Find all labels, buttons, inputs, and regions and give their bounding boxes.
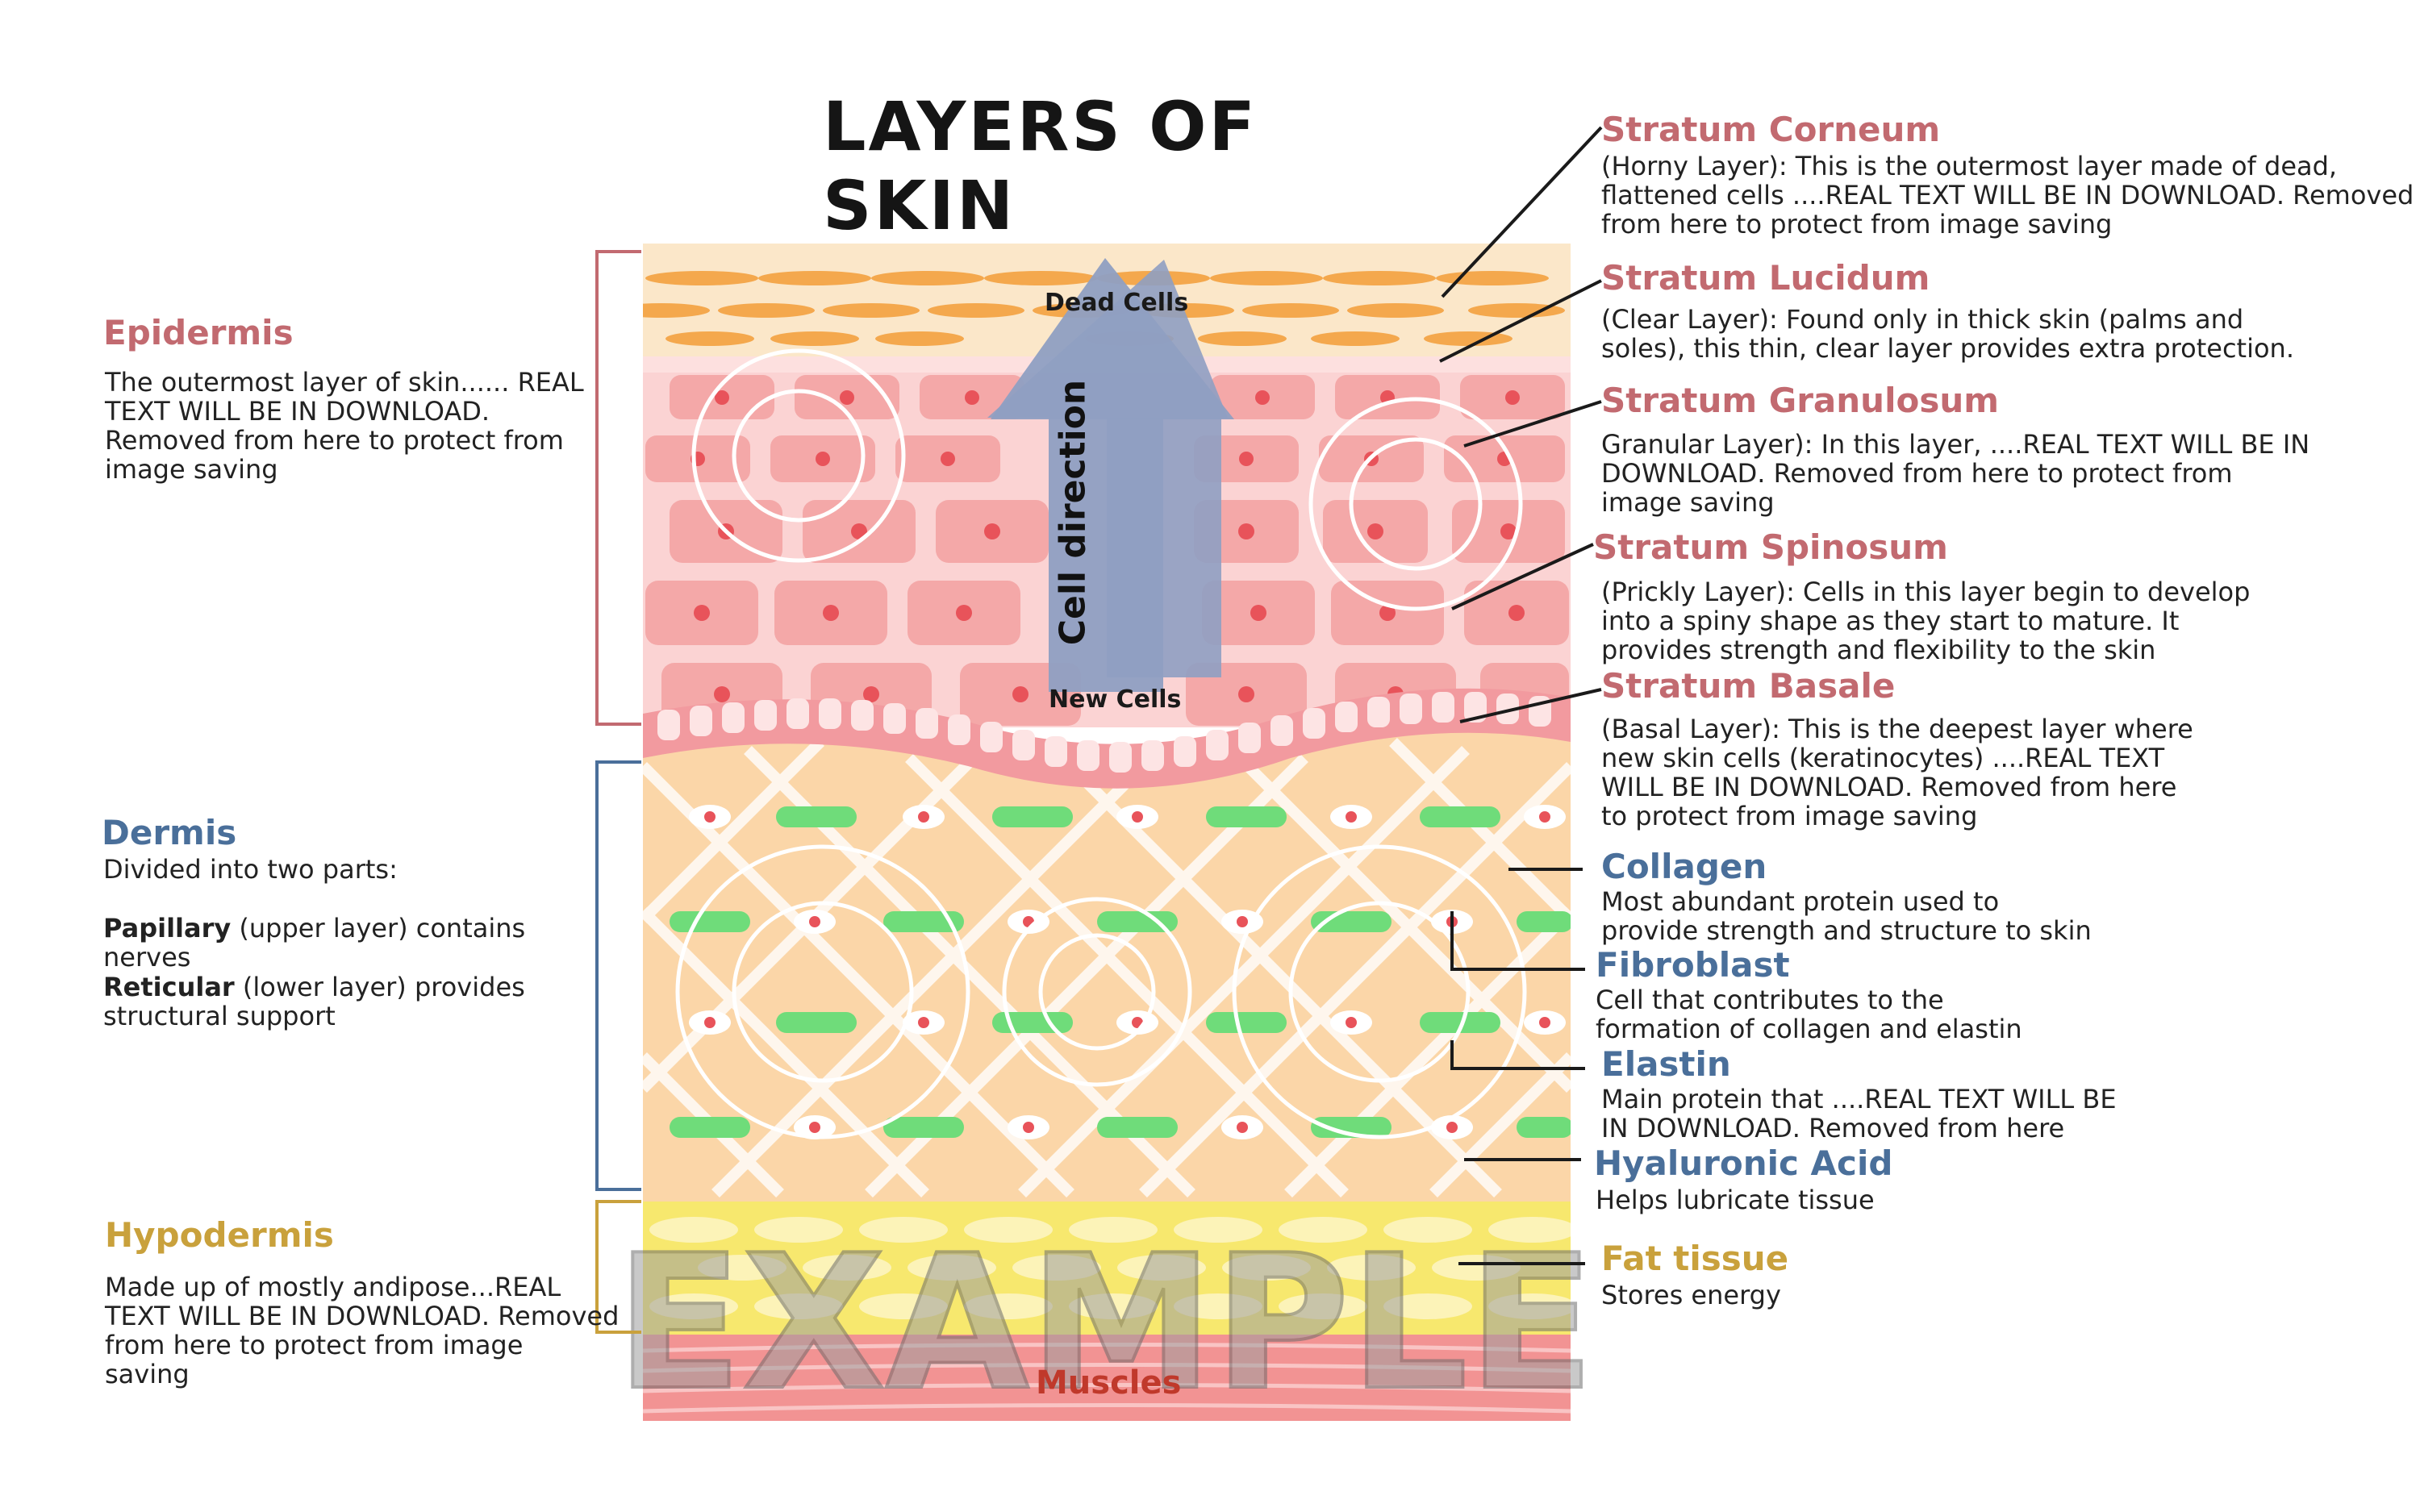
leader-elastin (1450, 1040, 1585, 1070)
dermis-title: Dermis (102, 813, 237, 852)
elastin-fibers (670, 806, 1571, 1138)
epidermis-bracket (595, 250, 641, 726)
hypodermis-text: Made up of mostly andipose...REAL TEXT W… (105, 1272, 620, 1389)
basale-text: (Basal Layer): This is the deepest layer… (1601, 714, 2193, 831)
dermis-papillary: Papillary (upper layer) contains nerves (103, 914, 603, 972)
leader-lucidum (1439, 279, 1602, 363)
example-watermark: EXAMPLE (615, 1216, 1595, 1431)
fibroblast-text: Cell that contributes to the formation o… (1596, 985, 2022, 1044)
collagen-title: Collagen (1601, 847, 1767, 886)
hyaluronic-title: Hyaluronic Acid (1594, 1143, 1893, 1183)
leader-granulosum (1463, 400, 1602, 448)
dermis-bracket (595, 760, 641, 1191)
elastin-title: Elastin (1601, 1044, 1731, 1084)
lucidum-title: Stratum Lucidum (1601, 258, 1930, 298)
muscles-label: Muscles (1036, 1364, 1182, 1402)
cell-direction-label: Cell direction (1052, 379, 1094, 646)
basale-title: Stratum Basale (1601, 666, 1896, 706)
leader-corneum (1441, 126, 1603, 298)
corneum-cells (643, 271, 1565, 346)
basal-cells (657, 692, 1551, 773)
hypodermis-title: Hypodermis (105, 1215, 334, 1255)
spinosum-text: (Prickly Layer): Cells in this layer beg… (1601, 577, 2251, 665)
granulosum-text: Granular Layer): In this layer, ....REAL… (1601, 429, 2310, 518)
keratinocyte-nuclei (691, 390, 1525, 702)
fibroblast-cells (689, 805, 1566, 1139)
dermis-intro: Divided into two parts: (103, 854, 398, 885)
leader-fibroblast (1450, 911, 1585, 971)
elastin-text: Main protein that ....REAL TEXT WILL BE … (1601, 1084, 2117, 1143)
leader-basale (1459, 688, 1602, 723)
collagen-text: Most abundant protein used to provide st… (1601, 886, 2092, 946)
epidermis-text: The outermost layer of skin...... REAL T… (105, 367, 584, 485)
hyaluronic-text: Helps lubricate tissue (1596, 1185, 1875, 1215)
dead-cells-label: Dead Cells (1045, 289, 1189, 317)
reticular-text: (lower layer) provides structural suppor… (103, 972, 525, 1031)
muscle-fibers (643, 1343, 1571, 1414)
fat-title: Fat tissue (1601, 1239, 1789, 1278)
dermis-reticular: Reticular (lower layer) provides structu… (103, 973, 603, 1031)
reticular-term: Reticular (103, 972, 235, 1002)
new-cells-label: New Cells (1049, 685, 1182, 714)
magnifier-circles (675, 348, 1527, 1139)
fat-text: Stores energy (1601, 1280, 1781, 1310)
fibroblast-title: Fibroblast (1596, 945, 1790, 985)
papillary-text: (upper layer) contains nerves (103, 913, 526, 973)
papillary-term: Papillary (103, 913, 232, 943)
fat-cells (649, 1217, 1571, 1319)
leader-spinosum (1451, 543, 1594, 610)
lucidum-text: (Clear Layer): Found only in thick skin … (1601, 304, 2294, 364)
corneum-text: (Horny Layer): This is the outermost lay… (1601, 151, 2414, 240)
corneum-title: Stratum Corneum (1601, 110, 1941, 149)
page-title: LAYERS OF SKIN (823, 87, 1258, 245)
granulosum-title: Stratum Granulosum (1601, 381, 1999, 420)
hypodermis-bracket (595, 1200, 641, 1334)
spinosum-title: Stratum Spinosum (1593, 527, 1948, 567)
epidermis-title: Epidermis (103, 313, 294, 352)
